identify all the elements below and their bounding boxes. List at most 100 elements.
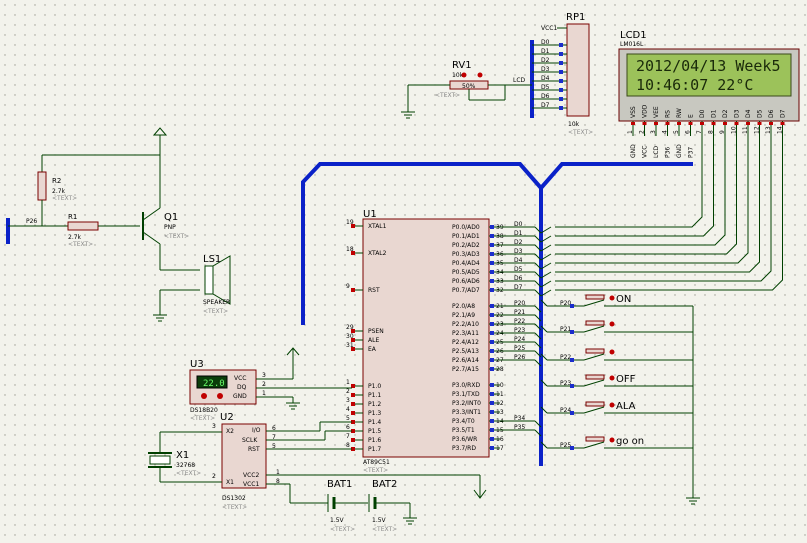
r1-text: <TEXT> <box>68 241 93 248</box>
lcd-pin-num: 4 <box>662 130 669 134</box>
bus-tap <box>534 226 542 234</box>
bus-tap <box>540 325 548 333</box>
bus-tap <box>540 299 548 307</box>
lcd-data-line <box>555 136 783 291</box>
lcd1-display[interactable]: LCD1 LM016L 2012/04/13 Week5 10:46:07 22… <box>618 30 800 158</box>
u1-pin-name: P0.4/AD4 <box>452 260 480 267</box>
lcd1-line2: 10:46:07 22°C <box>636 76 753 94</box>
pin-marker <box>688 122 693 125</box>
bus-tap <box>540 262 552 270</box>
lcd-pin-num: 13 <box>765 126 772 134</box>
pin-marker <box>734 122 739 125</box>
pin-marker <box>490 243 494 247</box>
lcd-data-line <box>555 136 726 246</box>
pin-marker <box>351 384 355 388</box>
u3-num-3: 3 <box>262 372 266 379</box>
rv1-value: 10k <box>452 72 464 79</box>
battery-bat1[interactable]: BAT1 1.5V <TEXT> <box>327 479 368 533</box>
lcd-pin-label: D0 <box>699 109 706 118</box>
pin-marker <box>490 392 494 396</box>
pin-marker <box>351 347 355 351</box>
pin-marker <box>351 447 355 451</box>
lcd-data-line <box>555 136 703 228</box>
pin-marker <box>351 402 355 406</box>
u3-pin-gnd: GND <box>233 393 247 400</box>
push-button-p24[interactable]: P24 ALA <box>540 401 693 415</box>
u1-pin-name: RST <box>368 287 380 294</box>
push-button-p21[interactable]: P21 <box>540 320 693 334</box>
switch-cap <box>585 320 605 326</box>
bus-tap <box>540 244 552 252</box>
u1-pin-num: 29 <box>346 324 354 331</box>
u1-pin-num: 16 <box>496 436 504 443</box>
u1-net-label: P35 <box>514 424 525 431</box>
u1-net-label: P21 <box>514 309 525 316</box>
lcd-pin-num: 6 <box>685 130 692 134</box>
rp1-value: 10k <box>568 121 580 128</box>
switch-indicator <box>609 349 615 355</box>
lcd-pin-label: D3 <box>734 109 741 118</box>
vcc-arrow <box>286 347 300 356</box>
rp1-ref: RP1 <box>566 12 585 23</box>
u3-temperature-sensor[interactable]: U3 22.0 VCC DQ GND 3 2 1 DS18B20 <TEXT> <box>189 347 352 422</box>
u1-pin-name: P1.1 <box>368 392 381 399</box>
u1-net-label: D3 <box>514 248 523 255</box>
lcd-pin-num: 10 <box>731 126 738 134</box>
u2-rtc-chip[interactable]: U2 X2 X1 I/O SCLK RST VCC2 VCC1 6 7 5 1 … <box>212 412 487 511</box>
rp1-vcc-label: VCC1 <box>541 25 557 32</box>
lcd-pin-num: 14 <box>777 126 784 134</box>
u1-pin-num: 39 <box>496 224 504 231</box>
u1-microcontroller[interactable]: U1 19XTAL118XTAL29RST29PSEN30ALE31EA1P1.… <box>346 209 542 474</box>
push-button-p22[interactable]: P22 <box>540 348 693 362</box>
u3-display <box>196 375 228 389</box>
pin-marker <box>490 304 494 308</box>
x1-crystal[interactable]: X1 32768 <TEXT> <box>148 431 222 483</box>
bus-tap <box>534 429 542 437</box>
u1-pin-name: P3.5/T1 <box>452 427 475 434</box>
u1-pin-name: P1.2 <box>368 401 381 408</box>
switch-indicator <box>609 295 615 301</box>
u1-net-label: D2 <box>514 239 523 246</box>
ground-symbol <box>403 517 417 525</box>
u1-pin-num: 3 <box>346 397 350 404</box>
pin-marker <box>559 52 563 56</box>
pin-marker <box>490 340 494 344</box>
q1-text: <TEXT> <box>164 233 189 240</box>
lcd-pin-label: D7 <box>780 109 787 118</box>
u1-pin-name: P0.1/AD1 <box>452 233 480 240</box>
u1-pin-name: P3.4/T0 <box>452 418 475 425</box>
r2-ref: R2 <box>52 177 61 185</box>
switch-cap <box>585 401 605 407</box>
lcd-pin-label: VSS <box>630 106 637 118</box>
pin-marker <box>351 224 355 228</box>
pin-marker <box>711 122 716 125</box>
speaker-circuit[interactable]: R2 2.7k <TEXT> P26 R1 2.7k <TEXT> Q1 PNP… <box>6 127 231 322</box>
u1-pin-num: 2 <box>346 388 350 395</box>
u1-ref: U1 <box>363 209 377 220</box>
lcd-pin-num: 1 <box>627 130 634 134</box>
u3-text: <TEXT> <box>190 415 215 422</box>
pin-marker <box>490 252 494 256</box>
lcd-pin-num: 9 <box>719 130 726 134</box>
switch-label: ALA <box>616 401 636 412</box>
pin-marker <box>490 279 494 283</box>
bus-tap <box>540 235 552 243</box>
battery-bat2[interactable]: BAT2 1.5V <TEXT> <box>368 479 417 533</box>
u1-pin-num: 32 <box>496 287 504 294</box>
lcd-pin-num: 2 <box>639 130 646 134</box>
rp1-pin-label: D2 <box>541 57 550 64</box>
u1-pin-name: P3.6/WR <box>452 436 477 443</box>
rv1-potentiometer[interactable]: RV1 10k 50% LCD <TEXT> <box>401 60 532 119</box>
switch-net: P24 <box>560 407 571 414</box>
switch-indicator <box>609 402 615 408</box>
lcd-pin-num: 12 <box>754 126 761 134</box>
r1-body <box>67 221 99 231</box>
bus-tap <box>534 323 542 331</box>
q1-type: PNP <box>164 224 176 231</box>
lcd-data-line <box>555 136 772 282</box>
u3-pin-dq: DQ <box>237 384 247 391</box>
